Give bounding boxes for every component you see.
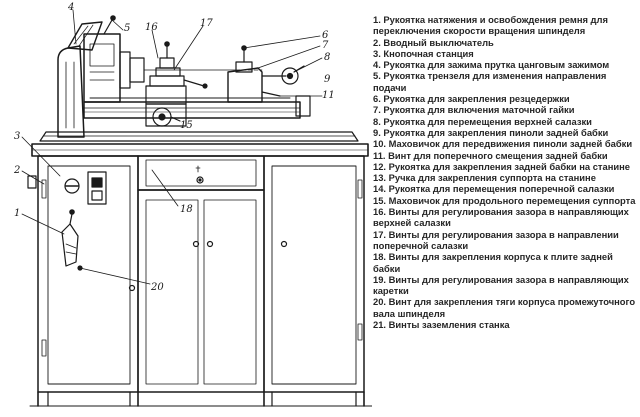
legend-item: 2. Вводный выключатель	[373, 36, 494, 48]
legend-item: 15. Маховичок для продольного перемещени…	[373, 194, 636, 206]
callout-18: 18	[180, 204, 193, 215]
callout-15: 15	[180, 120, 193, 131]
lathe-stand	[29, 143, 372, 407]
legend-item: 5. Рукоятка трензеля для изменения напра…	[373, 70, 607, 93]
callout-5: 5	[124, 23, 130, 34]
callout-9: 9	[324, 74, 331, 85]
legend-item: 21. Винты заземления станка	[373, 319, 510, 331]
callout-2: 2	[13, 165, 20, 176]
legend-list: 1. Рукоятка натяжения и освобождения рем…	[373, 14, 637, 330]
chuck	[129, 57, 145, 83]
legend-item: 11. Винт для поперечного смещения задней…	[373, 149, 608, 161]
callout-16: 16	[145, 22, 158, 33]
tailstock	[227, 67, 263, 103]
callout-11: 11	[322, 90, 335, 101]
legend-item: 12. Рукоятка для закрепления задней бабк…	[373, 160, 631, 172]
main-switch-icon	[64, 178, 80, 194]
callout-1: 1	[14, 208, 20, 219]
legend-item: 18. Винты для закрепления корпуса к плит…	[373, 251, 613, 274]
callout-7: 7	[322, 40, 329, 51]
leader-lines	[21, 9, 323, 285]
callout-3: 3	[14, 131, 20, 142]
lathe-machine	[39, 15, 359, 142]
motor-housing	[57, 45, 85, 138]
electrical-controls	[27, 171, 107, 271]
legend-item: 3. Кнопочная станция	[373, 47, 474, 59]
push-button-station-icon	[87, 171, 107, 205]
legend-item: 9. Рукоятка для закрепления пиноли задне…	[373, 126, 609, 138]
legend-item: 16. Винты для регулирования зазора в нап…	[373, 206, 629, 229]
callout-20: 20	[150, 282, 164, 293]
chip-tray	[39, 131, 359, 142]
legend-item: 8. Рукоятка для перемещения верхней сала…	[373, 115, 592, 127]
callout-17: 17	[200, 18, 213, 29]
legend-item: 1. Рукоятка натяжения и освобождения рем…	[373, 14, 608, 37]
legend-item: 4. Рукоятка для зажима прутка цанговым з…	[373, 59, 610, 71]
legend-item: 19. Винты для регулирования зазора в нап…	[373, 273, 629, 297]
cross-slide	[149, 75, 185, 87]
apron	[145, 103, 187, 127]
middle-drawer	[137, 155, 265, 191]
compound-slide	[155, 67, 181, 77]
lathe-bed	[83, 101, 301, 119]
legend-item: 10. Маховичок для передвижения пиноли за…	[373, 138, 633, 150]
callout-8: 8	[324, 52, 330, 63]
legend-item: 7. Рукоятка для включения маточной гайки	[373, 104, 575, 116]
legend-item: 20. Винт для закрепления тяги корпуса пр…	[373, 296, 636, 319]
right-cabinet	[263, 155, 365, 393]
tool-post	[159, 57, 175, 69]
spindle-nose	[119, 51, 131, 89]
tailstock-handwheel	[281, 67, 299, 85]
callout-6: 6	[322, 30, 329, 41]
legend-item: 6. Рукоятка для закрепления резцедержки	[373, 93, 570, 105]
legend-item: 17. Винты для регулирования зазора в нап…	[373, 228, 619, 251]
legend-item: 14. Рукоятка для перемещения поперечной …	[373, 183, 615, 195]
legend-item: 13. Ручка для закрепления суппорта на ст…	[373, 172, 596, 184]
belt-tension-lever-icon	[61, 223, 79, 267]
callout-labels: 1 2 3 4 5 16 17 6 7 8 9 11 18 20 15	[13, 2, 335, 293]
callout-4: 4	[67, 2, 74, 13]
lathe-diagram: 1 2 3 4 5 16 17 6 7 8 9 11 18 20 15	[13, 2, 372, 407]
belt-guard	[67, 21, 103, 51]
